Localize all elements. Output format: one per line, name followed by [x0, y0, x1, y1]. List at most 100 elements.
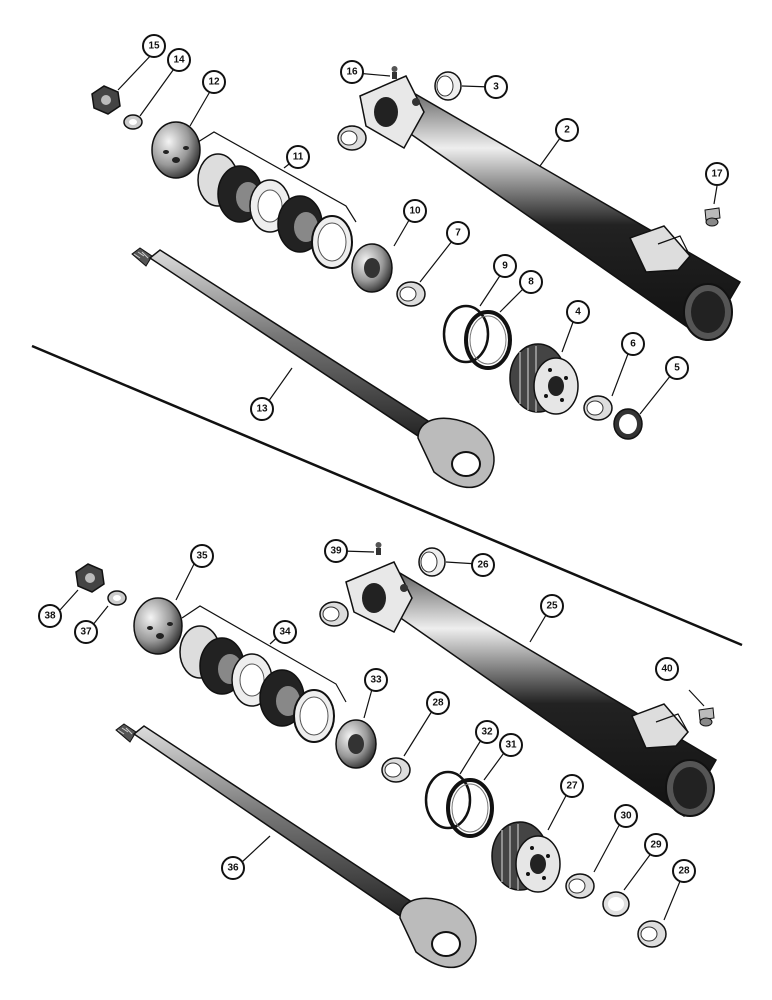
- callout-36: 36: [221, 856, 245, 880]
- svg-text:10: 10: [409, 206, 421, 217]
- gland-cone-upper: [351, 243, 393, 293]
- callout-14: 14: [167, 48, 191, 72]
- bushing-lower-top: [418, 547, 446, 577]
- snap-ring-lower: [424, 770, 472, 830]
- callout-26: 26: [471, 553, 495, 577]
- svg-text:5: 5: [674, 363, 680, 374]
- svg-text:17: 17: [711, 169, 723, 180]
- callout-39: 39: [324, 539, 348, 563]
- gland-lower: [491, 821, 561, 893]
- nut-upper: [91, 85, 121, 115]
- grease-fitting-lower: [375, 542, 382, 555]
- callout-11: 11: [286, 145, 310, 169]
- callout-16: 16: [340, 60, 364, 84]
- svg-text:25: 25: [546, 601, 558, 612]
- callout-31: 31: [499, 733, 523, 757]
- callout-13: 13: [250, 397, 274, 421]
- bushing-lower-left: [319, 601, 349, 627]
- svg-text:31: 31: [505, 740, 517, 751]
- piston-rod-upper: [131, 247, 495, 489]
- svg-text:29: 29: [650, 840, 662, 851]
- o-ring-upper: [464, 310, 512, 370]
- plug-upper: [704, 207, 721, 227]
- washer-29-lower: [602, 891, 630, 917]
- piston-upper: [151, 121, 201, 179]
- svg-text:15: 15: [148, 41, 160, 52]
- svg-text:2: 2: [564, 125, 570, 136]
- piston-seal-set-lower: [179, 625, 335, 743]
- svg-text:14: 14: [173, 55, 185, 66]
- spacer-upper: [583, 395, 613, 421]
- bushing-upper-left: [337, 125, 367, 151]
- callout-37: 37: [74, 620, 98, 644]
- callout-12: 12: [202, 70, 226, 94]
- svg-text:9: 9: [502, 261, 508, 272]
- svg-text:27: 27: [566, 781, 578, 792]
- svg-text:28: 28: [432, 698, 444, 709]
- callout-5: 5: [665, 356, 689, 380]
- callout-2: 2: [555, 118, 579, 142]
- piston-lower: [133, 597, 183, 655]
- callout-33: 33: [364, 668, 388, 692]
- callout-3: 3: [484, 75, 508, 99]
- callout-35: 35: [190, 544, 214, 568]
- callout-8: 8: [519, 270, 543, 294]
- callout-30: 30: [614, 804, 638, 828]
- svg-text:38: 38: [44, 611, 56, 622]
- snap-ring-upper: [442, 304, 490, 364]
- callout-7: 7: [446, 221, 470, 245]
- grease-fitting-upper: [391, 66, 398, 79]
- callout-40: 40: [655, 657, 679, 681]
- svg-text:36: 36: [227, 863, 239, 874]
- svg-text:13: 13: [256, 404, 268, 415]
- svg-text:39: 39: [330, 546, 342, 557]
- bushing-lower-bottom: [637, 920, 667, 948]
- gland-cone-lower: [335, 719, 377, 769]
- callout-27: 27: [560, 774, 584, 798]
- svg-text:3: 3: [493, 82, 499, 93]
- gland-upper: [509, 343, 579, 415]
- wiper-seal-upper: [613, 408, 643, 440]
- callout-28-lower: 28: [672, 859, 696, 883]
- svg-text:30: 30: [620, 811, 632, 822]
- callout-4: 4: [566, 300, 590, 324]
- svg-text:34: 34: [279, 627, 291, 638]
- svg-text:32: 32: [481, 727, 493, 738]
- svg-text:33: 33: [370, 675, 382, 686]
- section-divider: [31, 344, 743, 647]
- callout-28-upper: 28: [426, 691, 450, 715]
- svg-text:8: 8: [528, 277, 534, 288]
- plug-lower: [698, 707, 715, 727]
- svg-text:6: 6: [630, 339, 636, 350]
- callouts: 15 14 12 11 16 3 2 17 10 7 9 8 4 6 5 13 …: [38, 34, 729, 883]
- nut-lower: [75, 563, 105, 593]
- callout-34: 34: [273, 620, 297, 644]
- lower-assembly: [75, 542, 718, 969]
- svg-text:28: 28: [678, 866, 690, 877]
- washer-lower: [107, 590, 127, 606]
- spacer-lower: [565, 873, 595, 899]
- callout-15: 15: [142, 34, 166, 58]
- leader-lines: [59, 51, 718, 921]
- callout-10: 10: [403, 199, 427, 223]
- svg-text:35: 35: [196, 551, 208, 562]
- bushing-upper-top: [434, 71, 462, 101]
- callout-38: 38: [38, 604, 62, 628]
- cylinder-barrel-upper: [359, 75, 742, 342]
- svg-text:4: 4: [575, 307, 581, 318]
- washer-upper: [123, 114, 143, 130]
- callout-29: 29: [644, 833, 668, 857]
- svg-text:26: 26: [477, 560, 489, 571]
- svg-text:12: 12: [208, 77, 220, 88]
- svg-text:16: 16: [346, 67, 358, 78]
- svg-text:7: 7: [455, 228, 461, 239]
- bushing-lower-small: [381, 757, 411, 783]
- callout-25: 25: [540, 594, 564, 618]
- callout-17: 17: [705, 162, 729, 186]
- cylinder-barrel-lower: [345, 561, 718, 818]
- bushing-upper-small: [396, 281, 426, 307]
- svg-text:11: 11: [293, 152, 304, 163]
- svg-text:37: 37: [80, 627, 92, 638]
- upper-assembly: [91, 66, 742, 489]
